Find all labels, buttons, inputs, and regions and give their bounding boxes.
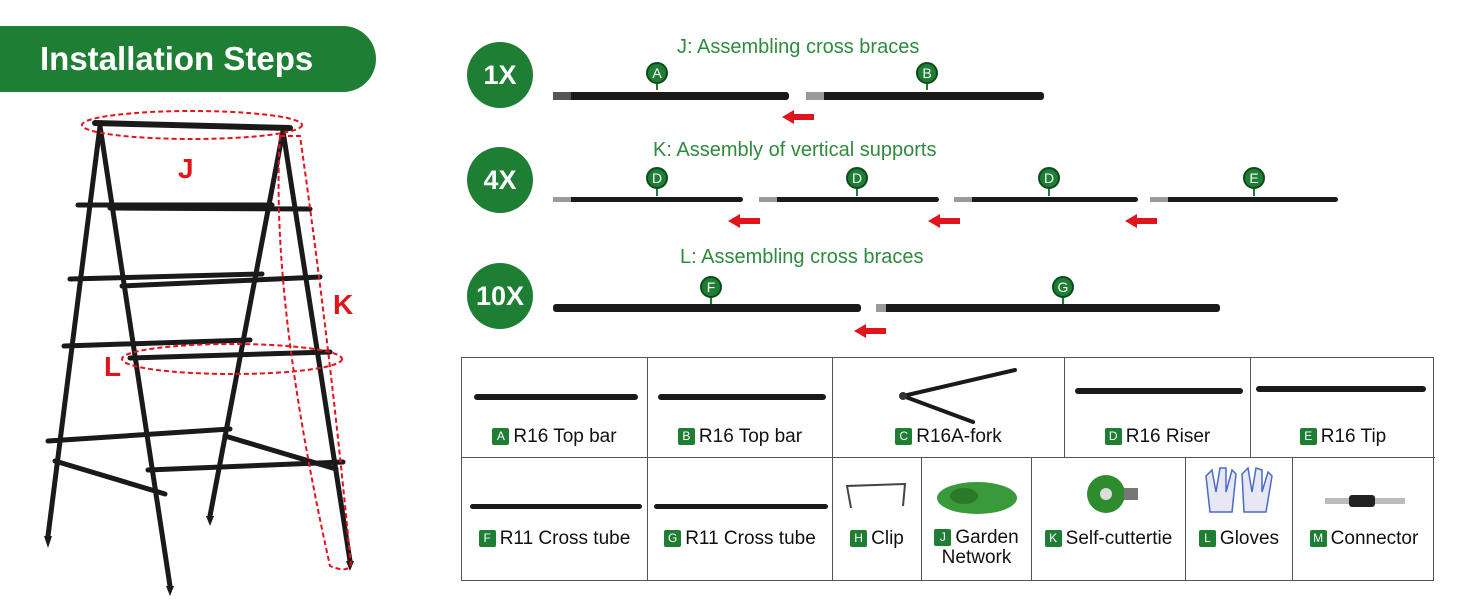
trellis-leg bbox=[45, 123, 103, 539]
part-name: R11 Cross tube bbox=[499, 528, 631, 549]
arrow-left-icon bbox=[1125, 214, 1157, 228]
pole-f bbox=[553, 304, 861, 312]
label-l: L bbox=[104, 351, 121, 382]
step-count-1: 1X bbox=[467, 42, 533, 108]
part-badge: B bbox=[677, 428, 695, 445]
trellis-diagram: J K L bbox=[44, 110, 354, 596]
part-badge: F bbox=[478, 530, 496, 547]
part-image-g bbox=[654, 504, 828, 509]
part-badge: K bbox=[1044, 530, 1062, 547]
label-k: K bbox=[333, 289, 353, 320]
pole-g bbox=[876, 304, 1220, 312]
part-badge: E bbox=[1299, 428, 1317, 445]
installation-steps-banner: Installation Steps bbox=[0, 26, 376, 92]
part-badge: H bbox=[850, 530, 868, 547]
pole-d bbox=[553, 197, 743, 202]
pole-a bbox=[553, 92, 789, 100]
part-name: Connector bbox=[1330, 528, 1419, 549]
part-letter: D bbox=[1038, 167, 1060, 189]
part-name-line2: Network bbox=[941, 547, 1012, 568]
part-badge: L bbox=[1198, 530, 1216, 547]
part-letter: D bbox=[846, 167, 868, 189]
part-letter: A bbox=[646, 62, 668, 84]
label-j: J bbox=[178, 153, 194, 184]
part-badge: A bbox=[492, 428, 510, 445]
part-image-l bbox=[1205, 466, 1273, 513]
trellis-top-bar bbox=[92, 120, 293, 131]
part-image-m bbox=[1325, 495, 1405, 507]
part-image-f bbox=[470, 504, 642, 509]
arrow-left-icon bbox=[928, 214, 960, 228]
step-title-2: K: Assembly of vertical supports bbox=[653, 139, 937, 161]
pole-d bbox=[759, 197, 939, 202]
part-name: R11 Cross tube bbox=[685, 528, 816, 549]
part-name: Clip bbox=[871, 528, 904, 549]
callout-j bbox=[81, 110, 303, 140]
page-title: Installation Steps bbox=[40, 40, 314, 77]
part-letter: E bbox=[1243, 167, 1265, 189]
arrow-left-icon bbox=[854, 324, 886, 338]
pole-e bbox=[1150, 197, 1338, 202]
part-image-a bbox=[474, 394, 638, 400]
part-name: Gloves bbox=[1219, 528, 1280, 549]
part-image-b bbox=[658, 394, 826, 400]
part-name: R16 Tip bbox=[1320, 426, 1387, 447]
part-badge: C bbox=[895, 428, 913, 445]
step-title-1: J: Assembling cross braces bbox=[677, 36, 920, 58]
callout-l bbox=[121, 343, 343, 375]
part-letter: B bbox=[916, 62, 938, 84]
part-badge: M bbox=[1309, 530, 1327, 547]
part-badge: J bbox=[934, 529, 952, 546]
part-name: R16 Top bar bbox=[513, 426, 617, 447]
part-image-k bbox=[1087, 475, 1138, 513]
arrow-left-icon bbox=[782, 110, 814, 124]
part-name: Self-cuttertie bbox=[1065, 528, 1173, 549]
trellis-leg bbox=[280, 128, 353, 564]
step-count-2: 4X bbox=[467, 147, 533, 213]
part-image-c bbox=[899, 368, 1017, 424]
part-badge: D bbox=[1104, 428, 1122, 445]
callout-k bbox=[277, 135, 352, 571]
part-badge: G bbox=[664, 530, 682, 547]
part-letter: F bbox=[700, 276, 722, 298]
part-name: R16 Top bar bbox=[698, 426, 803, 447]
part-name: R16A-fork bbox=[916, 426, 1002, 447]
part-name: Garden bbox=[955, 527, 1019, 548]
step-count-3: 10X bbox=[467, 263, 533, 329]
part-image-j bbox=[937, 482, 1017, 514]
part-letter: G bbox=[1052, 276, 1074, 298]
arrow-left-icon bbox=[728, 214, 760, 228]
step-title-3: L: Assembling cross braces bbox=[680, 246, 924, 268]
part-image-h bbox=[845, 482, 907, 509]
pole-b bbox=[806, 92, 1044, 100]
part-name: R16 Riser bbox=[1125, 426, 1211, 447]
part-letter: D bbox=[646, 167, 668, 189]
part-image-d bbox=[1075, 388, 1243, 394]
trellis-leg bbox=[207, 128, 286, 519]
part-image-e bbox=[1256, 386, 1426, 392]
pole-d bbox=[954, 197, 1138, 202]
